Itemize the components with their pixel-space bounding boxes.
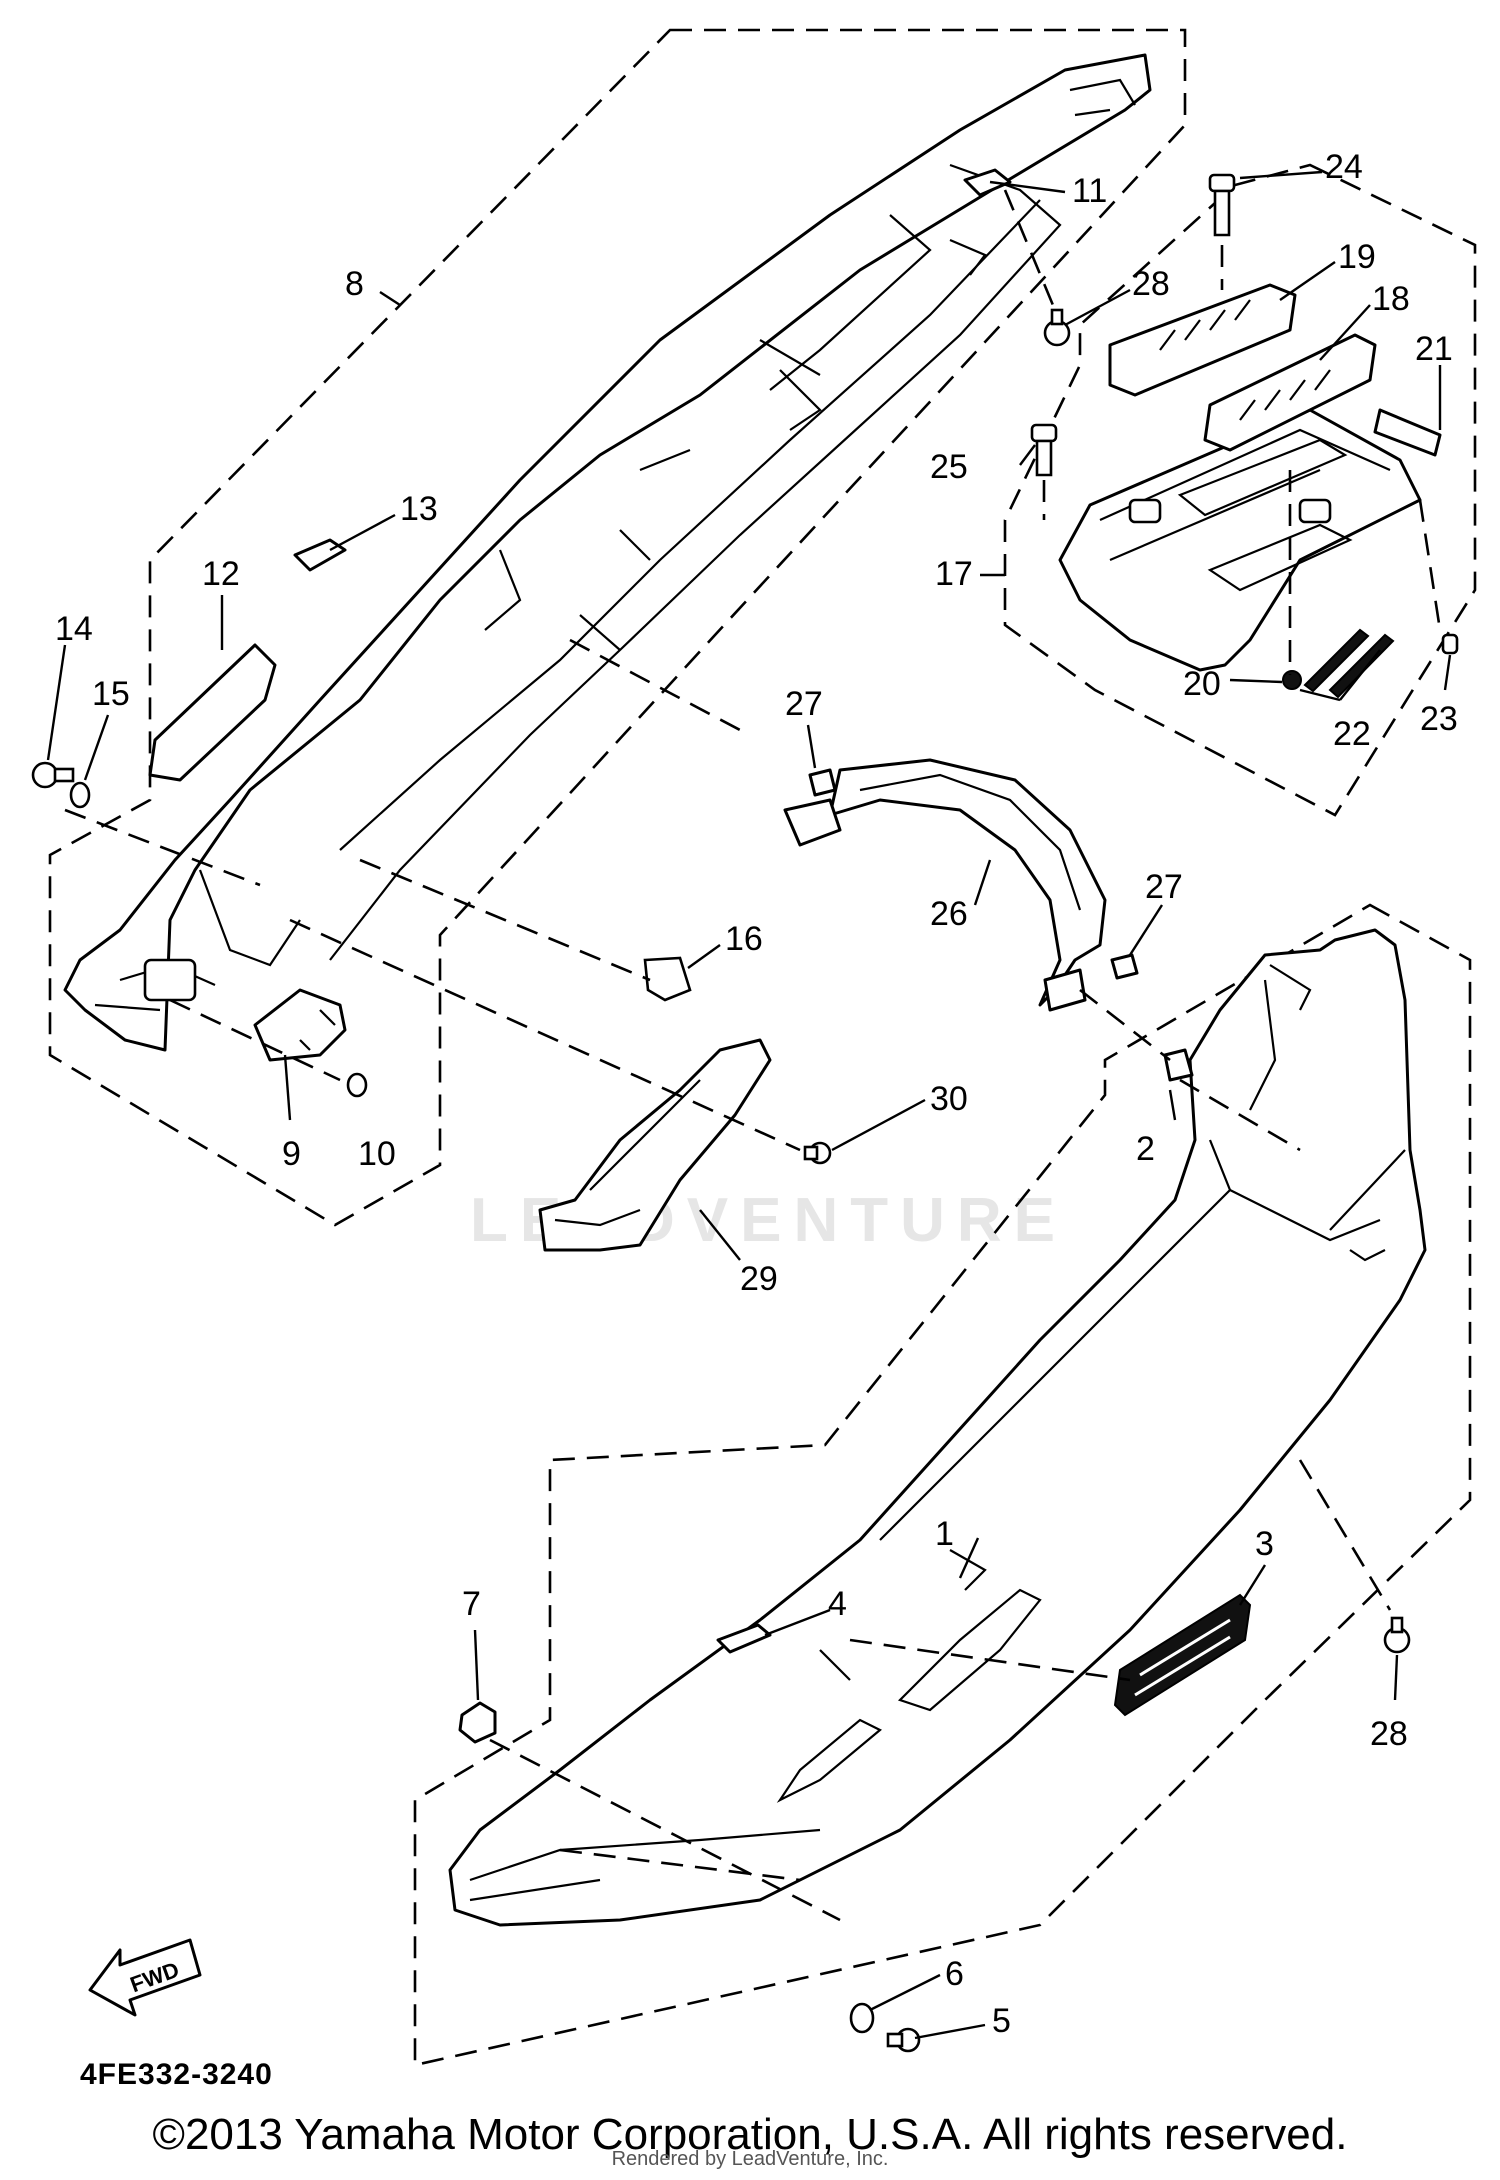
part-22-strip-b [1328,633,1395,699]
part-27-nut-a [808,768,837,797]
part-15-washer [69,781,91,809]
callout-27-lower: 27 [1145,868,1183,906]
callout-11: 11 [1072,172,1107,210]
callout-21: 21 [1415,330,1453,368]
callout-24: 24 [1325,148,1363,186]
part-6-washer [849,2002,875,2034]
callout-20: 20 [1183,665,1221,703]
callout-29: 29 [740,1260,778,1298]
part-24-bolt [1208,173,1236,237]
part-21-strip [1373,408,1442,457]
callout-3: 3 [1255,1525,1274,1563]
callout-13: 13 [400,490,438,528]
group-boundary-rear-cowl [48,28,1187,1227]
group-boundary-side-cover [413,903,1472,2067]
callout-27-upper: 27 [785,685,823,723]
tail-cover [1058,408,1422,672]
copyright-notice: ©2013 Yamaha Motor Corporation, U.S.A. A… [152,2110,1348,2159]
part-10-nut [346,1072,368,1098]
part-14-bolt [31,761,75,789]
callout-17: 17 [935,555,973,593]
callout-12: 12 [202,555,240,593]
tail-cover-mount [1128,498,1162,524]
callout-26: 26 [930,895,968,933]
part-30-screw [803,1141,832,1165]
callout-25: 25 [930,448,968,486]
part-28-grommet-lower [1383,1616,1411,1654]
fwd-arrow-icon: FWD [88,1938,202,2017]
callout-4: 4 [828,1585,847,1623]
diagram-code: 4FE332-3240 [80,2058,273,2091]
callout-23: 23 [1420,700,1458,738]
part-22-strip-a [1303,628,1370,693]
part-28-grommet-upper [1043,308,1071,347]
group-boundary-tail-cover [1003,163,1477,817]
callout-15: 15 [92,675,130,713]
part-3-emblem [1113,1593,1252,1717]
part-25-bolt [1030,423,1058,477]
callout-9: 9 [282,1135,301,1173]
part-29-flap [538,1038,772,1252]
callout-28-lower: 28 [1370,1715,1408,1753]
part-18-grab-cover [1203,333,1377,452]
part-16-grommet [643,956,692,1002]
callout-10: 10 [358,1135,396,1173]
callout-16: 16 [725,920,763,958]
callout-2: 2 [1136,1130,1155,1168]
callout-14: 14 [55,610,93,648]
rear-cowl [63,53,1152,1052]
tail-cover-mount-2 [1298,498,1332,524]
callout-6: 6 [945,1955,964,1993]
callout-30: 30 [930,1080,968,1118]
part-12-emblem [148,643,277,782]
callout-28-upper: 28 [1132,265,1170,303]
callout-7: 7 [462,1585,481,1623]
fender-bracket [783,758,1107,1012]
callouts: 1 2 3 4 5 6 7 8 9 10 11 12 13 14 15 16 1… [46,148,1458,2040]
callout-18: 18 [1372,280,1410,318]
part-9-bracket [253,988,347,1062]
part-19-grab-cover [1108,283,1297,397]
cowl-emblem-recess [143,958,197,1002]
part-11-clip [963,168,1012,197]
part-23-clip [1441,633,1459,655]
side-cover [448,928,1427,1927]
callout-19: 19 [1338,238,1376,276]
assembly-lines [64,189,1442,1922]
callout-8: 8 [345,265,364,303]
part-4-clip [716,1623,772,1654]
part-7-grommet [458,1701,497,1744]
callout-22: 22 [1333,715,1371,753]
callout-1: 1 [935,1515,954,1553]
part-20-nut [1282,670,1302,690]
render-note: Rendered by LeadVenture, Inc. [611,2148,889,2170]
part-27-nut-b [1110,953,1139,980]
callout-5: 5 [992,2002,1011,2040]
part-13-clip [293,538,347,572]
part-2-nut [1163,1048,1194,1082]
part-5-bolt [886,2027,921,2053]
